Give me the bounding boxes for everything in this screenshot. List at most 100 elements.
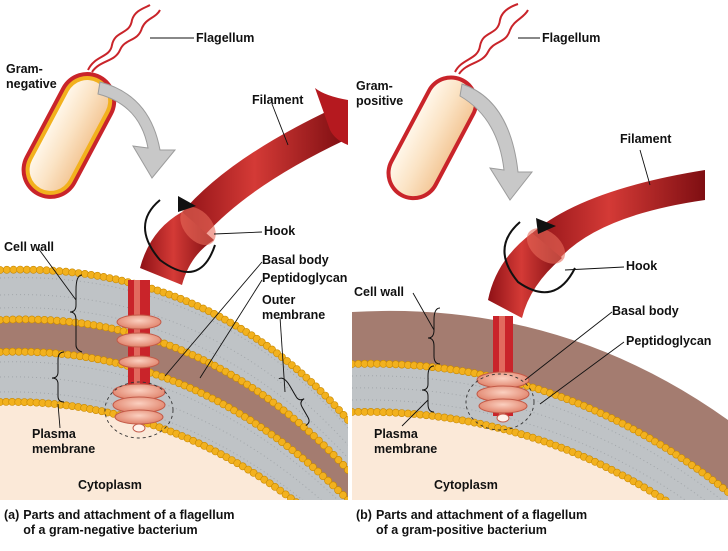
phospholipid-head — [694, 519, 701, 526]
phospholipid-head — [699, 522, 706, 529]
label-peptidoglycan-a: Peptidoglycan — [262, 271, 348, 285]
phospholipid-head — [708, 476, 717, 484]
caption-text-a: Parts and attachment of a flagellum of a… — [23, 508, 235, 537]
gram-positive-cell — [386, 75, 479, 201]
label-cell-wall-a: Cell wall — [4, 240, 55, 254]
label-cell-wall-b: Cell wall — [354, 285, 405, 299]
label-flagellum-b: Flagellum — [542, 31, 601, 45]
outer-membrane-a — [0, 269, 348, 470]
phospholipid-head — [256, 423, 265, 432]
phospholipid-head — [293, 450, 302, 459]
phospholipid-head — [724, 488, 728, 496]
phospholipid-head — [673, 504, 680, 511]
phospholipid-head — [298, 454, 307, 463]
panel-a-art — [0, 4, 351, 546]
phospholipid-head — [283, 442, 292, 450]
phospholipid-head — [308, 463, 317, 471]
label-flagellum-a: Flagellum — [196, 31, 255, 45]
filament-a — [180, 110, 345, 235]
phospholipid-head — [262, 426, 271, 435]
rotation-arrow-b — [503, 221, 576, 294]
label-plasma-membrane-b: Plasma membrane — [374, 427, 438, 456]
phospholipid-head — [709, 530, 716, 537]
phospholipid-head — [678, 507, 685, 514]
phospholipid-head — [279, 406, 288, 415]
phospholipid-head — [329, 481, 337, 490]
caption-text-b: Parts and attachment of a flagellum of a… — [375, 508, 588, 537]
label-outer-membrane-a: Outer membrane — [262, 293, 326, 322]
phospholipid-head — [267, 430, 276, 439]
phospholipid-head — [316, 387, 325, 395]
phospholipid-head — [319, 472, 327, 480]
label-plasma-membrane-a: Plasma membrane — [32, 427, 96, 456]
basal-body-a — [112, 314, 166, 433]
phospholipid-head — [311, 382, 320, 391]
zoom-arrow-b — [459, 83, 534, 201]
phospholipid-head — [264, 394, 272, 403]
phospholipid-head — [298, 503, 305, 510]
phospholipid-head — [303, 458, 312, 467]
gram-negative-cell — [21, 72, 117, 199]
phospholipid-head — [704, 526, 711, 533]
label-filament-b: Filament — [620, 132, 672, 146]
phospholipid-head — [334, 455, 343, 464]
cytoplasm-region-b — [352, 411, 664, 500]
phospholipid-head — [294, 418, 303, 427]
phospholipid-head — [314, 515, 321, 522]
panel-b-art — [352, 0, 728, 546]
phospholipid-head — [719, 484, 727, 492]
phospholipid-head — [308, 511, 315, 518]
phospholipid-head — [339, 410, 348, 419]
leader-lines-b — [401, 37, 651, 427]
phospholipid-head — [688, 515, 695, 522]
phospholipid-head — [724, 542, 728, 546]
phospholipid-head — [68, 268, 77, 277]
phospholipid-head — [9, 265, 18, 274]
phospholipid-head — [81, 269, 89, 278]
phospholipid-head — [304, 427, 313, 436]
phospholipid-head — [302, 373, 311, 382]
phospholipid-head — [335, 406, 343, 414]
caption-b: (b)Parts and attachment of a flagellum o… — [356, 508, 587, 538]
label-basal-body-a: Basal body — [262, 253, 329, 267]
phospholipid-head — [329, 528, 336, 535]
phospholipid-head — [321, 391, 330, 400]
caption-tag-b: (b) — [356, 508, 372, 522]
caption-a: (a)Parts and attachment of a flagellum o… — [4, 508, 234, 538]
phospholipid-head — [667, 500, 674, 507]
phospholipid-head — [272, 434, 281, 443]
phospholipid-head — [339, 491, 347, 499]
phospholipid-head — [683, 511, 690, 518]
phospholipid-head — [22, 265, 31, 274]
label-filament-a: Filament — [252, 93, 304, 107]
phospholipid-head — [314, 436, 323, 445]
peptidoglycan-band-b — [352, 310, 728, 492]
phospholipid-head — [719, 538, 726, 545]
phospholipid-head — [330, 401, 339, 409]
phospholipid-head — [42, 266, 51, 275]
cytoplasm-region-a — [0, 395, 322, 500]
phospholipid-head — [714, 534, 721, 541]
phospholipid-head — [265, 479, 274, 488]
phospholipid-head — [334, 486, 342, 495]
phospholipid-head — [303, 507, 310, 514]
phospholipid-head — [344, 542, 351, 546]
phospholipid-head — [324, 476, 332, 485]
phospholipid-head — [324, 446, 333, 454]
plasma-membrane-b — [352, 363, 728, 500]
phospholipid-head — [36, 266, 44, 274]
phospholipid-head — [2, 265, 11, 274]
phospholipid-head — [271, 482, 279, 491]
phospholipid-head — [319, 441, 328, 450]
basal-body-b — [476, 371, 530, 423]
label-cytoplasm-b: Cytoplasm — [434, 478, 498, 492]
phospholipid-head — [288, 446, 297, 454]
flagellum-squiggle-b — [454, 3, 519, 73]
label-hook-b: Hook — [626, 259, 658, 273]
phospholipid-head — [260, 475, 269, 484]
phospholipid-head — [324, 524, 331, 531]
phospholipid-head — [274, 402, 283, 411]
phospholipid-head — [713, 480, 722, 488]
